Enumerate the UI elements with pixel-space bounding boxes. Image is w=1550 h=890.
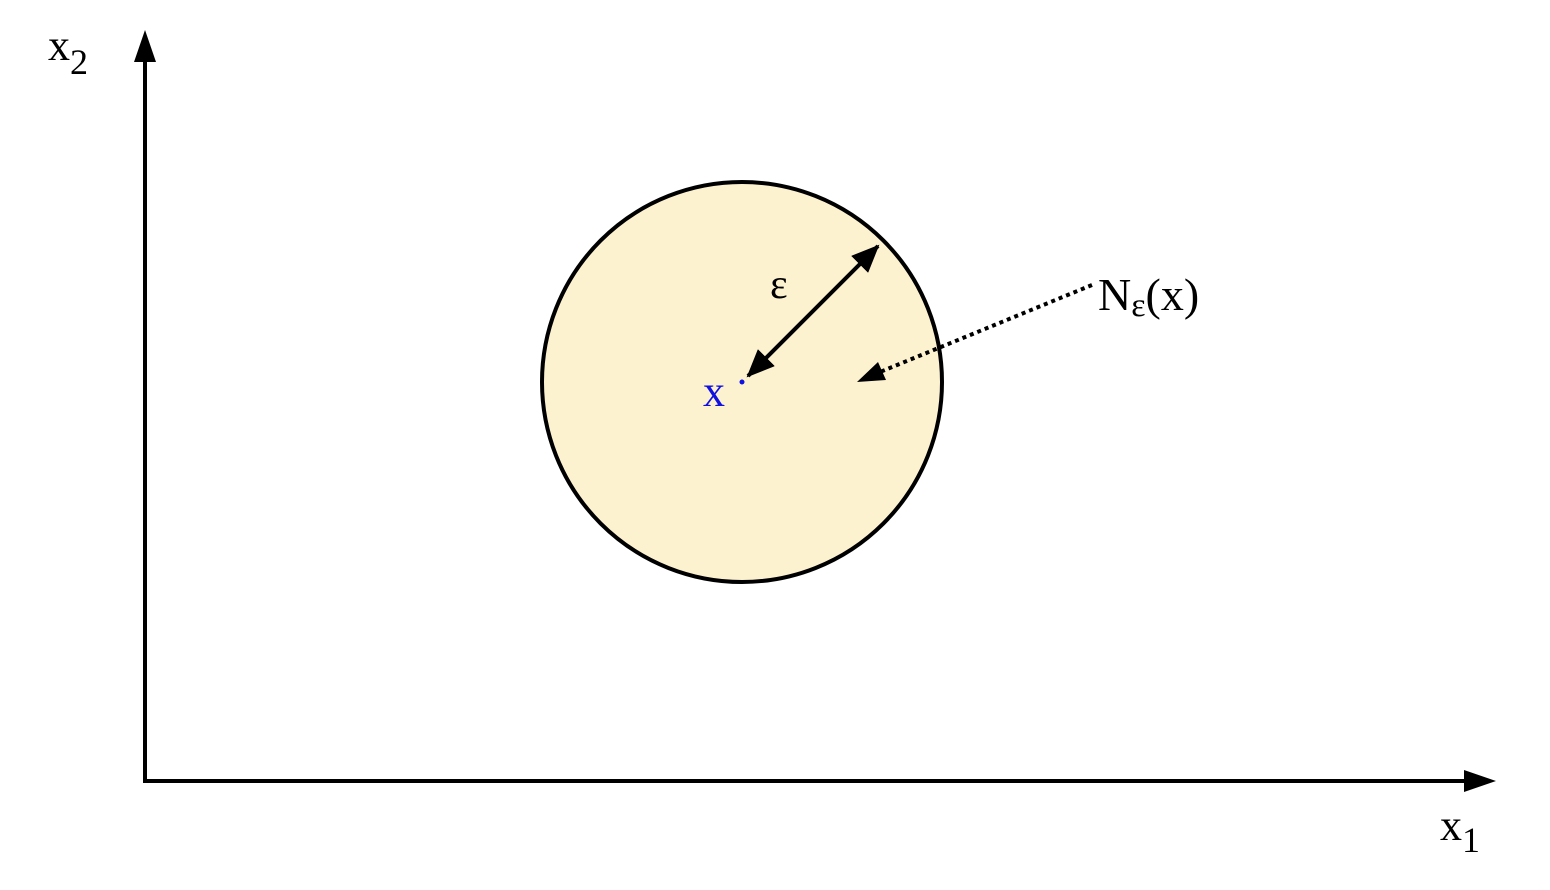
neighborhood-label-main: N bbox=[1098, 269, 1131, 320]
y-axis bbox=[134, 30, 156, 783]
x-axis-label: x1 bbox=[1440, 801, 1480, 860]
x-axis-arrowhead bbox=[1464, 770, 1496, 792]
y-axis-arrowhead bbox=[134, 30, 156, 62]
center-label: x bbox=[703, 367, 725, 416]
y-axis-label-sub: 2 bbox=[70, 42, 88, 82]
neighborhood-label-arg: (x) bbox=[1146, 269, 1200, 320]
neighborhood-label-sub: ε bbox=[1131, 287, 1145, 324]
x-axis-label-sub: 1 bbox=[1462, 820, 1480, 860]
neighborhood-pointer-arrowhead bbox=[857, 362, 886, 382]
neighborhood-pointer-arrow bbox=[879, 283, 1093, 374]
radius-label: ε bbox=[770, 262, 788, 308]
center-point bbox=[739, 379, 745, 385]
x-axis bbox=[143, 770, 1496, 792]
y-axis-label-main: x bbox=[48, 21, 70, 70]
radius-arrow bbox=[746, 244, 880, 378]
neighborhood-label: Nε(x) bbox=[1098, 269, 1199, 324]
y-axis-label: x2 bbox=[48, 21, 88, 82]
x-axis-label-main: x bbox=[1440, 801, 1462, 850]
